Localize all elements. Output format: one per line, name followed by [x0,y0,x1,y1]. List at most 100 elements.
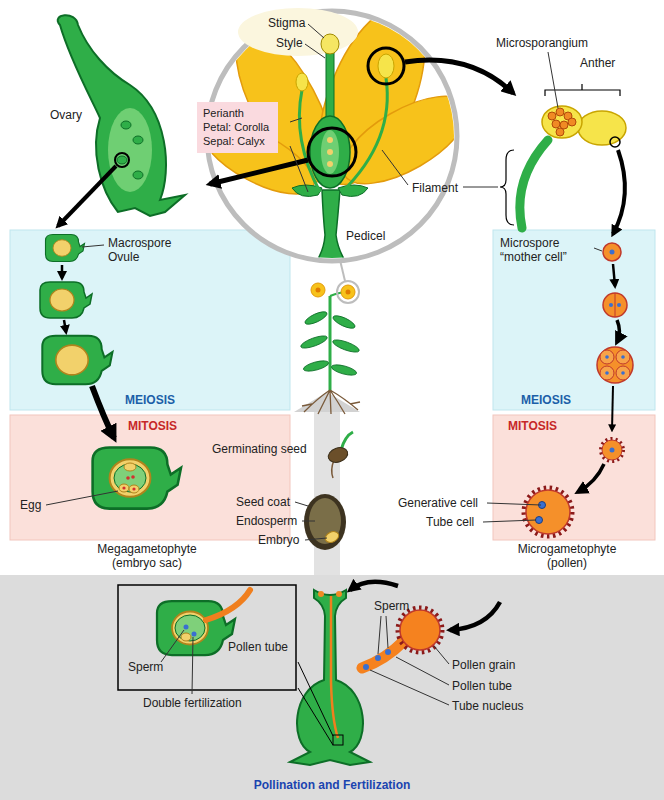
leader-lines [463,187,498,188]
part-label: Microsporangium [496,36,588,50]
fertilization-illustration [192,632,197,637]
ovary-illustration [58,166,116,226]
plant-illustration [299,309,360,377]
part-label: Ovule [108,250,139,264]
fertilization-illustration [318,591,324,597]
anther-illustration [500,150,514,225]
fertilization-illustration [385,649,391,655]
leader-lines [82,245,104,247]
node-text: MEIOSIS [521,393,571,407]
microspore-stages [613,264,615,286]
flower-magnifier [192,0,513,262]
flower-magnifier [238,8,358,56]
node-text: Pollination and Fertilization [0,778,664,792]
microspore-stages [603,293,627,317]
leader-lines [302,521,315,522]
flower-magnifier [321,130,339,174]
microspore-stages [602,440,622,460]
flower-magnifier [308,128,356,176]
ovule-stages [114,464,146,492]
part-label: Megagametophyte (embryo sac) [82,542,212,570]
anther-illustration [520,140,548,228]
leader-lines [46,491,118,505]
fertilization-illustration [206,590,250,620]
leader-lines [548,52,558,108]
ovule-stages [122,486,125,489]
perianth-box: PerianthPetal: CorollaSepal: Calyx [197,102,278,153]
ovule-stages [93,447,181,508]
ovary-illustration [115,153,129,167]
stage-bands [0,575,664,800]
ovule-stages [42,336,112,385]
fertilization-illustration [375,655,381,661]
ovule-stages [61,265,64,278]
anther-illustration [548,112,556,120]
ovule-stages [64,320,66,332]
fertilization-illustration [331,596,338,738]
leader-lines [290,118,302,122]
fertilization-illustration [400,610,440,650]
anther-illustration [545,84,620,96]
plant-illustration [340,260,345,281]
part-label: Tube cell [426,515,474,529]
anther-illustration [556,108,564,116]
part-label: Endosperm [236,514,297,528]
part-label: Ovary [50,108,82,122]
microspore-stages [600,350,614,364]
leader-lines [305,538,327,540]
part-label: Pollen tube [452,679,512,693]
flower-magnifier [378,54,394,78]
part-label: Egg [20,498,41,512]
microspore-stages [616,350,630,364]
microspore-stages [610,250,615,255]
anther-illustration [548,108,576,136]
plant-illustration [302,359,329,373]
part-label: Microspore “mother cell” [500,236,590,264]
microspore-stages [536,517,543,524]
flower-magnifier [326,50,334,122]
stage-bands [10,230,290,410]
part-label: Pollen grain [452,658,515,672]
meiosis-band: MEIOSIS [10,230,290,410]
part-label: Tube nucleus [452,699,524,713]
leader-lines [434,646,449,664]
leader-lines [382,150,408,185]
microspore-stages [524,243,633,536]
plant-illustration [337,281,359,303]
part-label: Style [276,36,303,50]
ovule-stages [40,235,181,509]
anther-illustration [610,137,620,147]
microspore-stages [597,347,633,383]
flower-magnifier [327,149,333,155]
microspore-stages [578,464,604,492]
part-label: Double fertilization [143,696,242,710]
microspore-stages [526,490,570,534]
part-label: Filament [412,181,458,195]
fertilization-illustration [118,585,296,690]
fertilization-illustration [450,602,500,630]
fertilization-illustration [290,590,370,765]
plant-illustration [331,313,356,330]
stage-bands [493,230,655,410]
plant-illustration [311,283,325,297]
plant-illustration [331,337,360,354]
node-text: MEIOSIS [125,393,175,407]
mitosis-band: MITOSIS [493,415,655,540]
ovule-stages [124,463,136,471]
leader-lines [483,520,536,522]
pollination-band: Pollination and Fertilization [0,575,664,800]
ovary-illustration [121,121,131,129]
part-label: Microgametophyte (pollen) [502,542,632,570]
ovule-stages [132,487,135,490]
stage-bands [0,230,664,800]
leader-lines [295,502,308,506]
plant-illustration [316,288,321,293]
anther-illustration [613,150,625,234]
leader-lines [396,657,449,685]
fertilization-illustration [350,582,398,590]
flower-magnifier [296,73,308,91]
microspore-stages [615,293,616,317]
node-text: MITOSIS [508,419,557,433]
part-label: Pedicel [346,229,385,243]
leader-lines [487,503,541,505]
